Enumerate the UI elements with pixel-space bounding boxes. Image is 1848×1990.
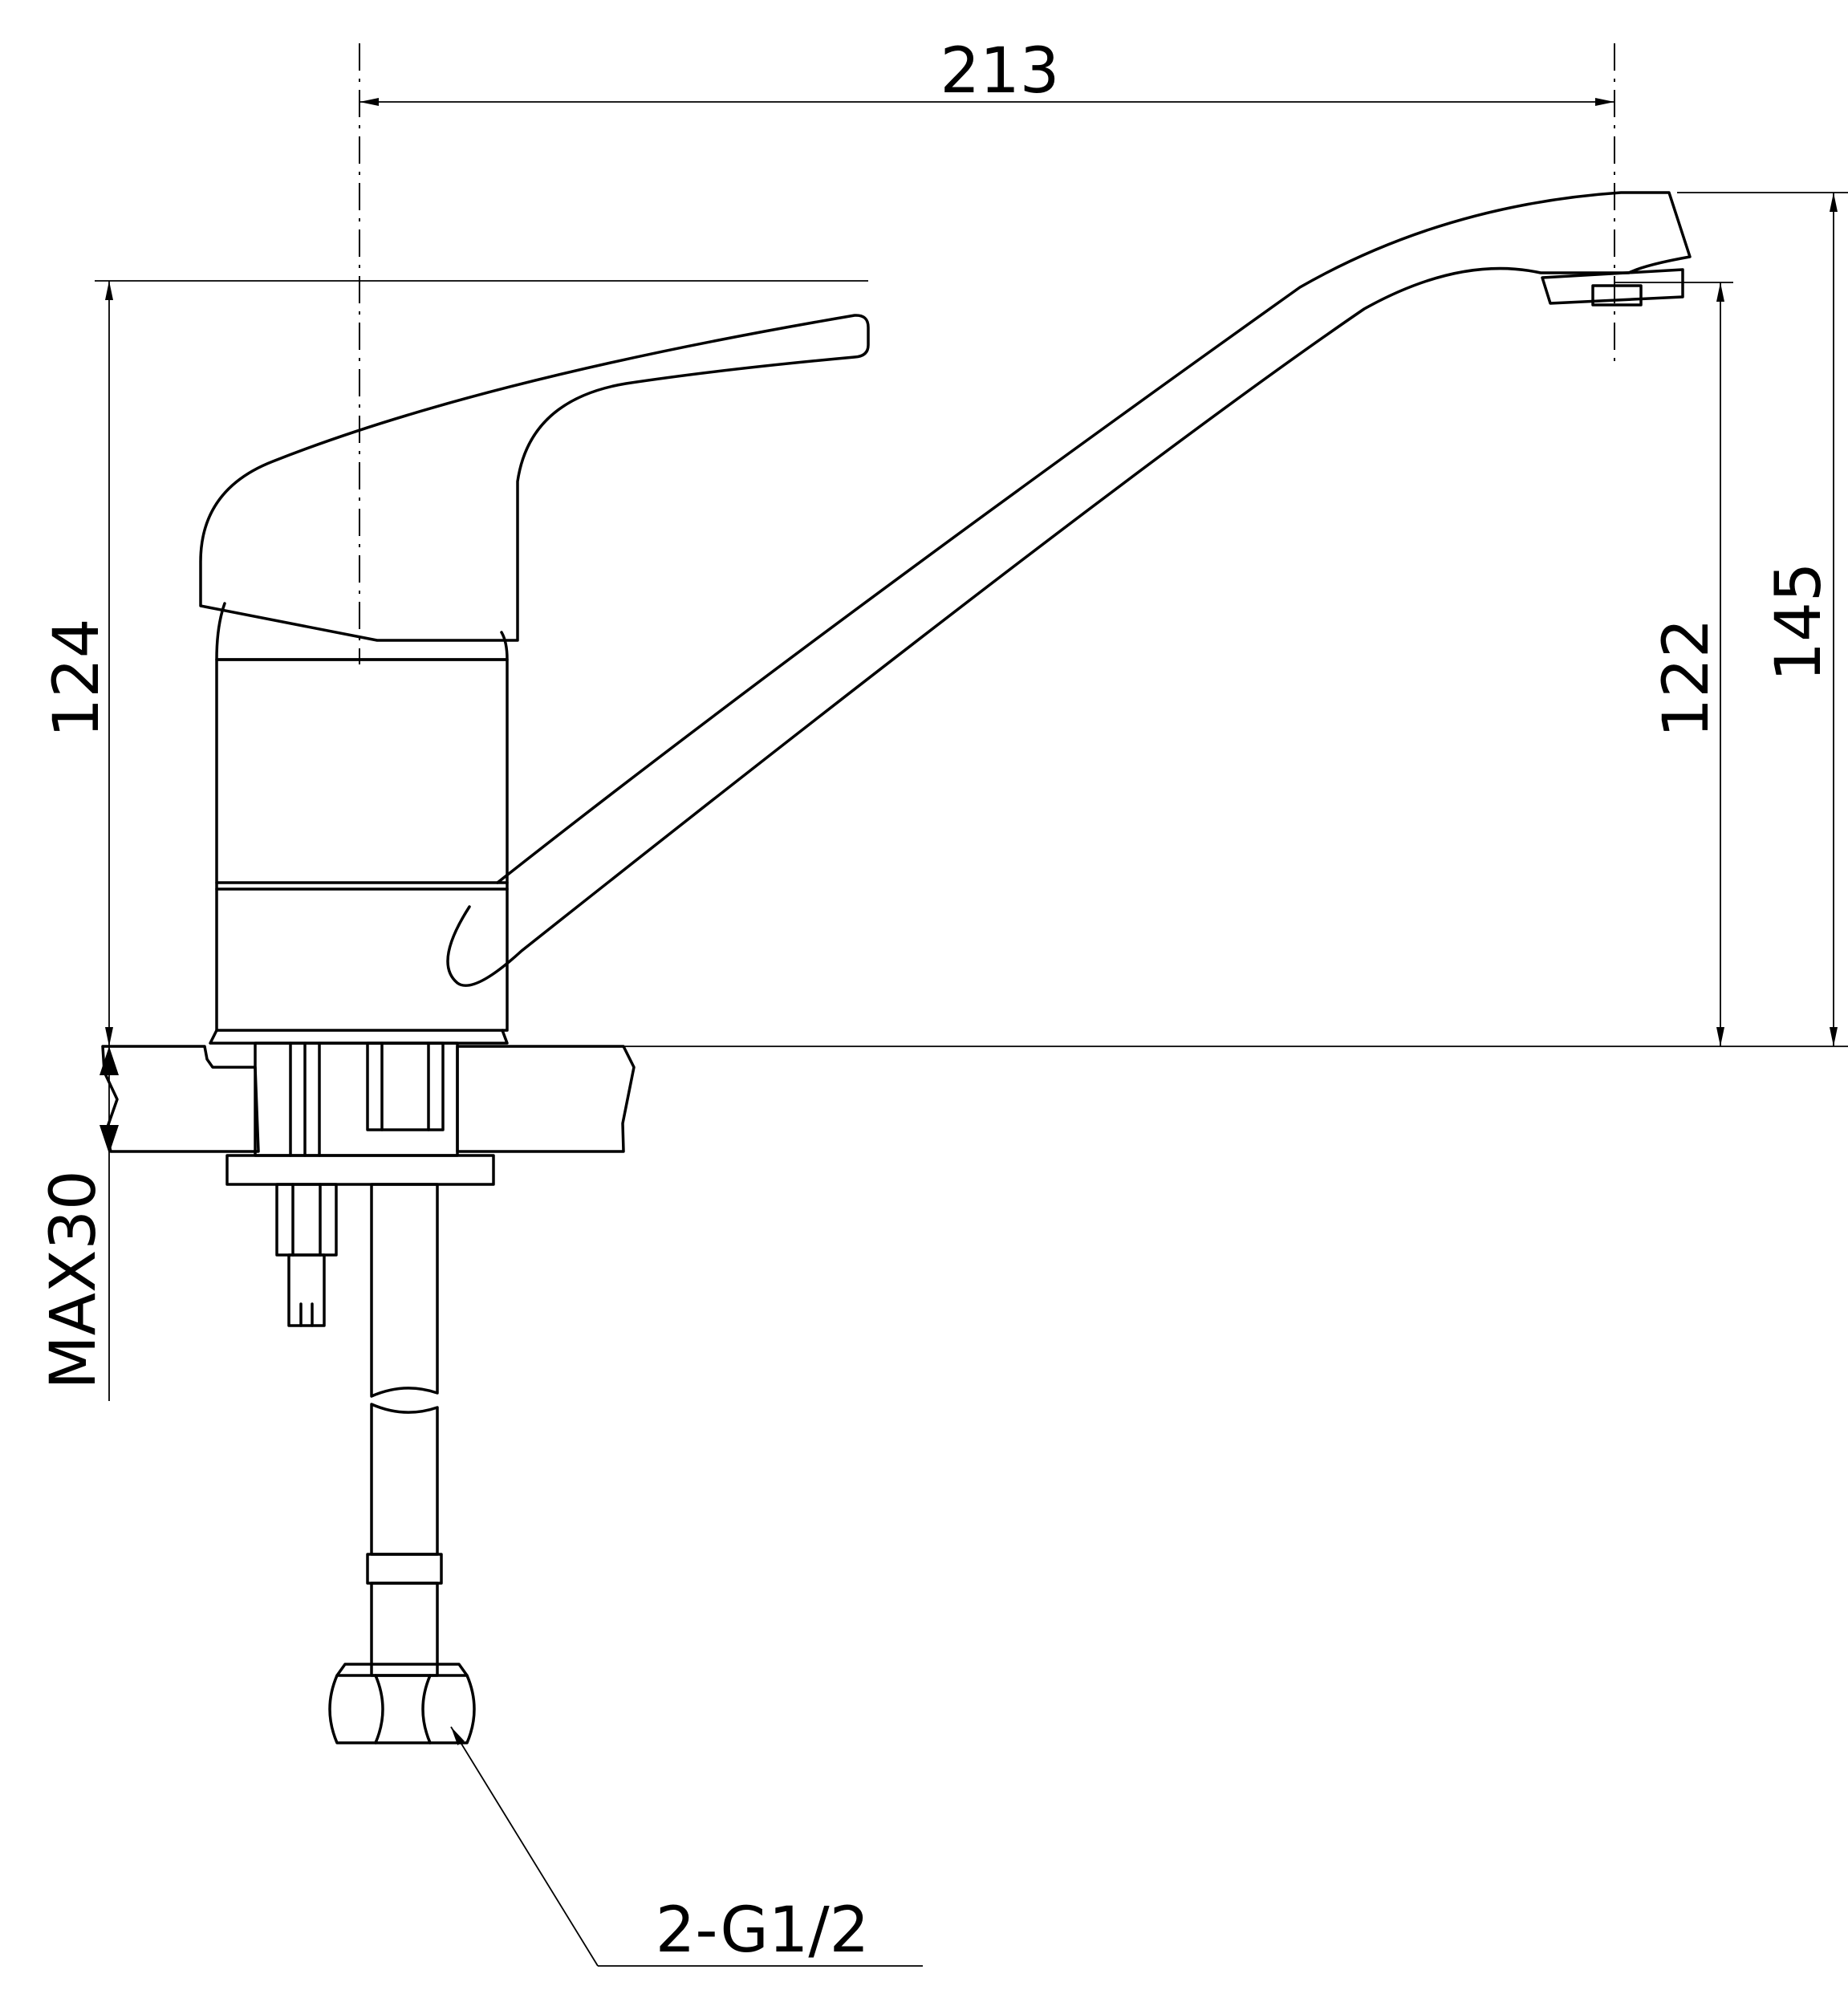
mounting-plate <box>225 1154 495 1186</box>
flexible-hose <box>328 1183 476 1744</box>
hose-tail <box>370 1582 439 1677</box>
dimension-outlet-height-label: 122 <box>1651 619 1723 738</box>
body-cylinder <box>215 658 509 1032</box>
hose-ferrule <box>366 1553 443 1585</box>
dimension-length-label: 213 <box>940 35 1060 108</box>
body-base <box>209 1029 509 1045</box>
connection-callout-label: 2-G1/2 <box>656 1895 870 1967</box>
spout <box>446 191 1692 987</box>
lever-handle <box>199 314 870 642</box>
mounting-stud <box>275 1183 338 1327</box>
countertop-left-section <box>101 1045 260 1153</box>
dimension-lever-height: 124 <box>41 280 868 1046</box>
dimension-max-thickness-label: MAX30 <box>38 1170 110 1389</box>
dimension-length: 213 <box>359 35 1614 108</box>
mounting-shank <box>254 1042 459 1157</box>
dimension-lever-height-label: 124 <box>41 619 113 738</box>
dimension-overall-height-label: 145 <box>1763 562 1835 682</box>
dimension-max-thickness: MAX30 <box>38 1046 119 1401</box>
dimension-outlet-height: 122 <box>1614 282 1733 1046</box>
dimension-overall-height: 145 <box>1677 192 1848 1046</box>
aerator <box>1541 268 1684 305</box>
connection-callout: 2-G1/2 <box>450 1726 923 1967</box>
faucet-body <box>209 602 509 1045</box>
countertop-right-section <box>456 1045 636 1153</box>
countertop <box>101 1045 1848 1186</box>
aerator-nozzle <box>1591 284 1643 307</box>
body-cap <box>215 602 509 661</box>
hex-nut <box>328 1674 476 1744</box>
